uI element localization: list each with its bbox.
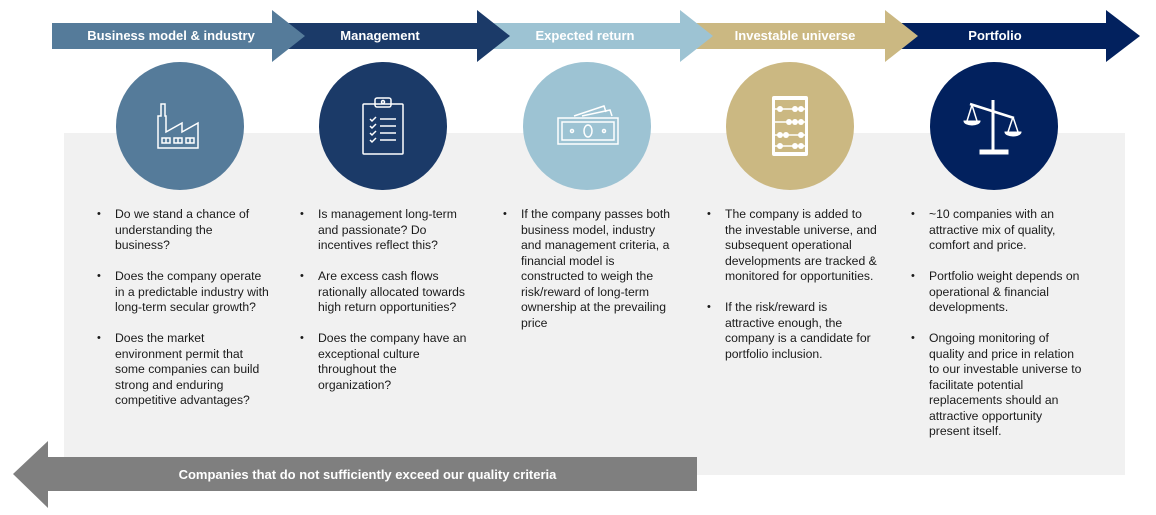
step-label-portfolio: Portfolio xyxy=(968,28,1022,43)
step-label-management: Management xyxy=(340,28,420,43)
bullet-item: The company is added to the investable u… xyxy=(707,207,879,285)
step-circle-portfolio xyxy=(930,62,1058,190)
abacus-icon xyxy=(772,96,808,156)
bullet-item: Does the company have an exceptional cul… xyxy=(300,331,472,393)
step-label-business-model: Business model & industry xyxy=(87,28,255,43)
step-circle-expected-return xyxy=(523,62,651,190)
clipboard-checklist-icon xyxy=(362,97,404,155)
step-circle-business-model xyxy=(116,62,244,190)
bullet-item: Is management long-term and passionate? … xyxy=(300,207,472,254)
arrow-business-model xyxy=(52,10,305,62)
step-circle-management xyxy=(319,62,447,190)
step-label-investable-universe: Investable universe xyxy=(734,28,856,43)
bullet-item: Does the company operate in a predictabl… xyxy=(97,269,269,316)
column-business-model: Do we stand a chance of understanding th… xyxy=(97,207,269,424)
step-label-expected-return: Expected return xyxy=(535,28,635,43)
bottom-arrow xyxy=(13,441,697,508)
column-expected-return: If the company passes both business mode… xyxy=(503,207,675,347)
column-portfolio: ~10 companies with an attractive mix of … xyxy=(911,207,1083,455)
bullet-item: Ongoing monitoring of quality and price … xyxy=(911,331,1083,440)
bullet-item: Portfolio weight depends on operational … xyxy=(911,269,1083,316)
bullet-item: Do we stand a chance of understanding th… xyxy=(97,207,269,254)
factory-icon xyxy=(157,103,199,149)
bullet-item: If the company passes both business mode… xyxy=(503,207,675,331)
step-circle-investable-universe xyxy=(726,62,854,190)
money-bills-icon xyxy=(557,105,619,145)
arrow-expected-return xyxy=(490,10,713,62)
column-management: Is management long-term and passionate? … xyxy=(300,207,472,409)
arrow-portfolio xyxy=(890,10,1140,62)
bullet-item: Does the market environment permit that … xyxy=(97,331,269,409)
arrow-management xyxy=(285,10,510,62)
balance-scale-icon xyxy=(963,100,1022,155)
arrow-investable-universe xyxy=(690,10,918,62)
bullet-item: Are excess cash flows rationally allocat… xyxy=(300,269,472,316)
bottom-arrow-label: Companies that do not sufficiently excee… xyxy=(178,467,557,482)
column-investable-universe: The company is added to the investable u… xyxy=(707,207,879,378)
bullet-item: If the risk/reward is attractive enough,… xyxy=(707,300,879,362)
bullet-item: ~10 companies with an attractive mix of … xyxy=(911,207,1083,254)
